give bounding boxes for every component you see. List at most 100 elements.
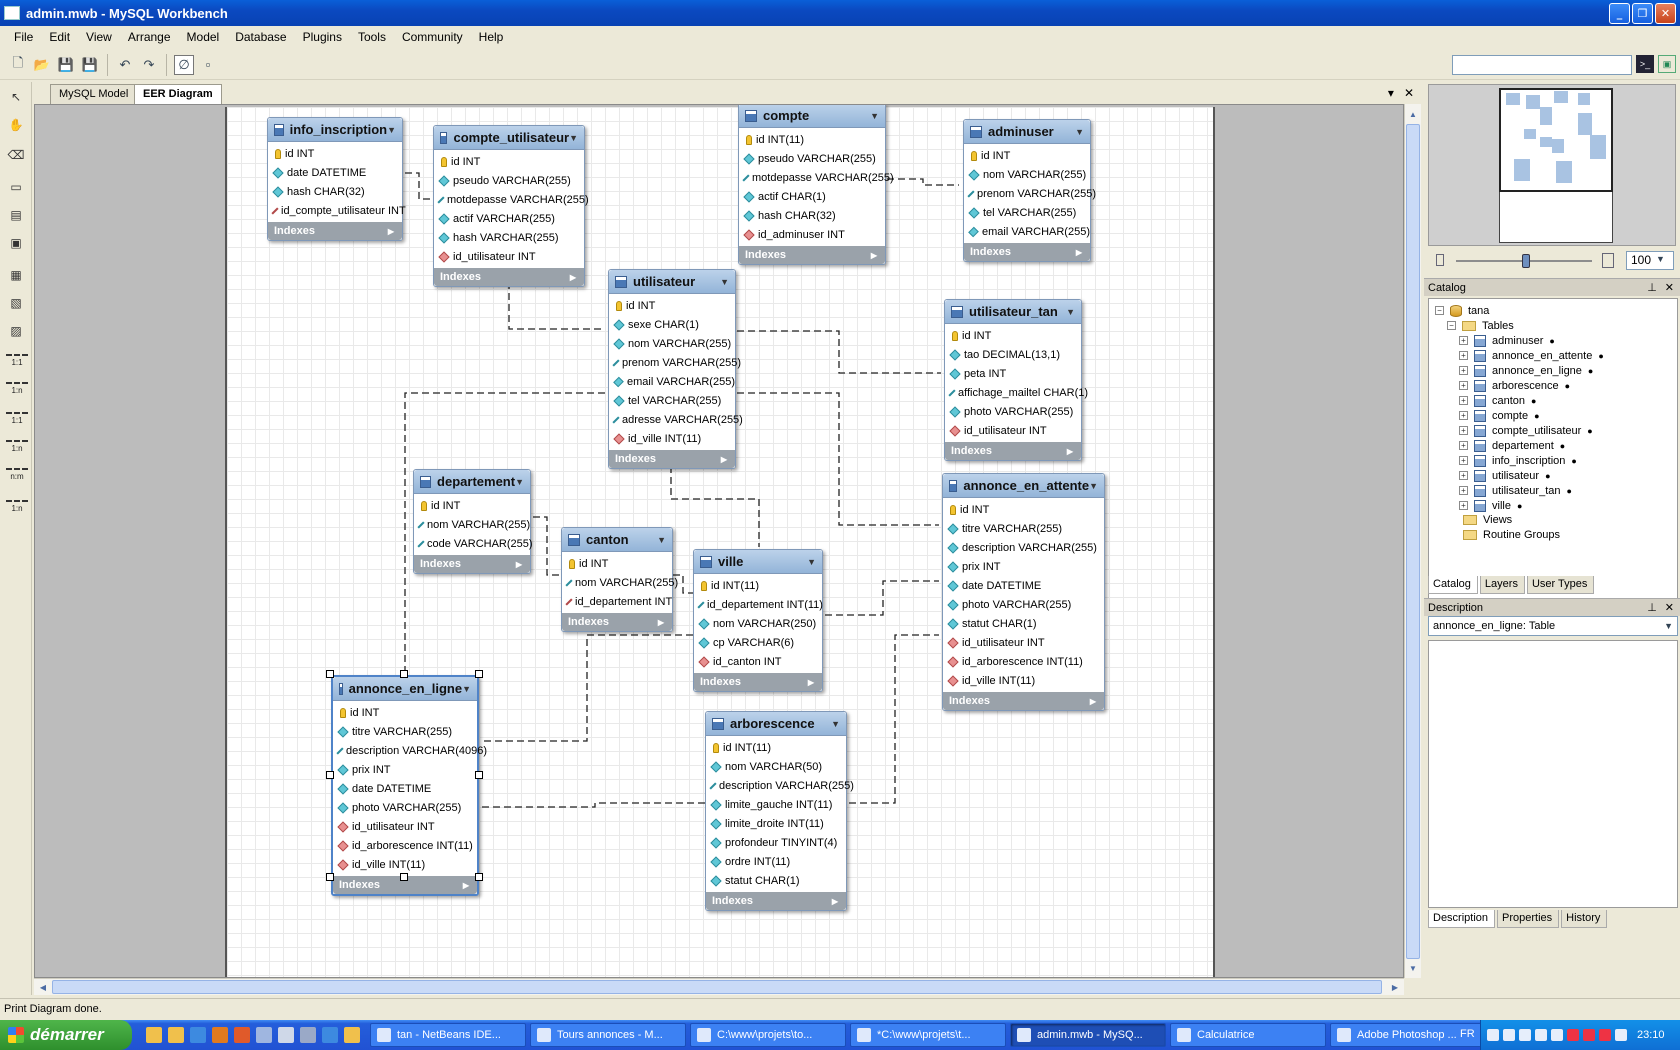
table-column[interactable]: photo VARCHAR(255) — [943, 595, 1104, 614]
table-column[interactable]: id INT — [609, 296, 735, 315]
new-table-icon[interactable]: ▦ — [10, 268, 22, 282]
table-ville[interactable]: ville▼id INT(11)id_departement INT(11)no… — [693, 549, 823, 692]
tab-eer-diagram[interactable]: EER Diagram — [134, 84, 222, 105]
table-column[interactable]: date DATETIME — [333, 779, 477, 798]
indexes-section[interactable]: Indexes▶ — [268, 222, 402, 240]
menu-file[interactable]: File — [14, 30, 34, 44]
hand-icon[interactable]: ✋ — [8, 118, 24, 132]
expand-icon[interactable]: + — [1459, 411, 1468, 420]
collapse-icon[interactable]: − — [1435, 306, 1444, 315]
expand-indexes-icon[interactable]: ▶ — [657, 617, 664, 627]
taskbar-button[interactable]: tan - NetBeans IDE... — [370, 1023, 526, 1047]
table-header[interactable]: departement▼ — [414, 470, 530, 494]
tree-table-item[interactable]: +ville● — [1459, 498, 1522, 513]
table-column[interactable]: peta INT — [945, 364, 1081, 383]
taskbar-button[interactable]: C:\www\projets\to... — [690, 1023, 846, 1047]
table-column[interactable]: description VARCHAR(255) — [943, 538, 1104, 557]
indexes-section[interactable]: Indexes▶ — [706, 892, 846, 910]
quick-launch-folder-icon[interactable] — [146, 1027, 162, 1043]
table-column[interactable]: id_arborescence INT(11) — [333, 836, 477, 855]
table-column[interactable]: ordre INT(11) — [706, 852, 846, 871]
image-icon[interactable]: ▣ — [10, 236, 22, 250]
table-column[interactable]: id_ville INT(11) — [943, 671, 1104, 690]
table-column[interactable]: id INT(11) — [706, 738, 846, 757]
table-column[interactable]: hash CHAR(32) — [268, 182, 402, 201]
language-indicator[interactable]: FR — [1460, 1028, 1475, 1040]
indexes-section[interactable]: Indexes▶ — [562, 613, 672, 631]
table-column[interactable]: id_utilisateur INT — [333, 817, 477, 836]
table-column[interactable]: nom VARCHAR(50) — [706, 757, 846, 776]
tray-icon[interactable] — [1487, 1029, 1499, 1041]
table-header[interactable]: canton▼ — [562, 528, 672, 552]
collapse-table-icon[interactable]: ▼ — [831, 718, 840, 729]
quick-launch-user-icon[interactable] — [256, 1027, 272, 1043]
table-header[interactable]: utilisateur▼ — [609, 270, 735, 294]
page-grid-icon[interactable]: ▫ — [205, 57, 211, 72]
quick-launch-firefox-icon[interactable] — [234, 1027, 250, 1043]
table-column[interactable]: description VARCHAR(4096) — [333, 741, 487, 760]
expand-indexes-icon[interactable]: ▶ — [1075, 247, 1082, 257]
table-column[interactable]: prenom VARCHAR(255) — [964, 184, 1096, 203]
table-column[interactable]: tel VARCHAR(255) — [609, 391, 735, 410]
search-input[interactable] — [1452, 55, 1632, 75]
expand-indexes-icon[interactable]: ▶ — [831, 896, 838, 906]
table-column[interactable]: prix INT — [943, 557, 1104, 576]
taskbar-button[interactable]: admin.mwb - MySQ... — [1010, 1023, 1166, 1047]
collapse-table-icon[interactable]: ▼ — [1089, 480, 1098, 491]
table-column[interactable]: id INT — [434, 152, 584, 171]
table-header[interactable]: utilisateur_tan▼ — [945, 300, 1081, 324]
tab-user-types[interactable]: User Types — [1526, 576, 1595, 594]
table-column[interactable]: id INT — [943, 500, 1104, 519]
indexes-section[interactable]: Indexes▶ — [943, 692, 1104, 710]
quick-launch-folder-icon[interactable] — [168, 1027, 184, 1043]
table-header[interactable]: adminuser▼ — [964, 120, 1090, 144]
tree-folder-views[interactable]: Views — [1463, 512, 1512, 527]
tray-icon[interactable] — [1551, 1029, 1563, 1041]
table-column[interactable]: statut CHAR(1) — [706, 871, 846, 890]
table-column[interactable]: id_departement INT — [562, 592, 672, 611]
expand-icon[interactable]: + — [1459, 441, 1468, 450]
tab-properties[interactable]: Properties — [1497, 910, 1560, 928]
table-header[interactable]: ville▼ — [694, 550, 822, 574]
close-tab-icon[interactable]: ✕ — [1403, 86, 1414, 100]
tray-icon[interactable] — [1519, 1029, 1531, 1041]
table-column[interactable]: nom VARCHAR(255) — [964, 165, 1090, 184]
table-column[interactable]: id INT — [945, 326, 1081, 345]
open-folder-icon[interactable]: 📂 — [33, 56, 51, 72]
toggle-grid-icon[interactable]: ∅ — [174, 54, 194, 75]
tray-icon[interactable] — [1599, 1029, 1611, 1041]
tray-icon[interactable] — [1567, 1029, 1579, 1041]
table-column[interactable]: photo VARCHAR(255) — [333, 798, 477, 817]
collapse-icon[interactable]: − — [1447, 321, 1456, 330]
tree-table-item[interactable]: +arborescence● — [1459, 378, 1570, 393]
table-column[interactable]: cp VARCHAR(6) — [694, 633, 822, 652]
new-file-icon[interactable]: 🗋 — [12, 54, 24, 70]
taskbar-button[interactable]: Adobe Photoshop ... — [1330, 1023, 1486, 1047]
expand-indexes-icon[interactable]: ▶ — [807, 677, 814, 687]
zoom-level-input[interactable]: 100 — [1626, 251, 1674, 270]
tab-history[interactable]: History — [1561, 910, 1608, 928]
scroll-down-icon[interactable]: ▼ — [1409, 963, 1417, 973]
table-column[interactable]: id_utilisateur INT — [434, 247, 584, 266]
tree-table-item[interactable]: +canton● — [1459, 393, 1536, 408]
close-icon[interactable]: ✕ — [1664, 282, 1674, 294]
note-icon[interactable]: ▤ — [10, 208, 22, 222]
indexes-section[interactable]: Indexes▶ — [414, 555, 530, 573]
horizontal-scrollbar[interactable]: ◀ ▶ — [34, 978, 1404, 995]
table-column[interactable]: date DATETIME — [943, 576, 1104, 595]
tray-icon[interactable] — [1583, 1029, 1595, 1041]
table-column[interactable]: pseudo VARCHAR(255) — [739, 149, 885, 168]
relationship-1-n-identifying-icon[interactable]: 1:n — [4, 436, 30, 462]
indexes-section[interactable]: Indexes▶ — [333, 876, 477, 894]
save-icon[interactable]: 💾 — [57, 56, 75, 72]
quick-launch-firefox-icon[interactable] — [212, 1027, 228, 1043]
table-column[interactable]: id_adminuser INT — [739, 225, 885, 244]
table-column[interactable]: pseudo VARCHAR(255) — [434, 171, 584, 190]
collapse-table-icon[interactable]: ▼ — [1066, 306, 1075, 317]
